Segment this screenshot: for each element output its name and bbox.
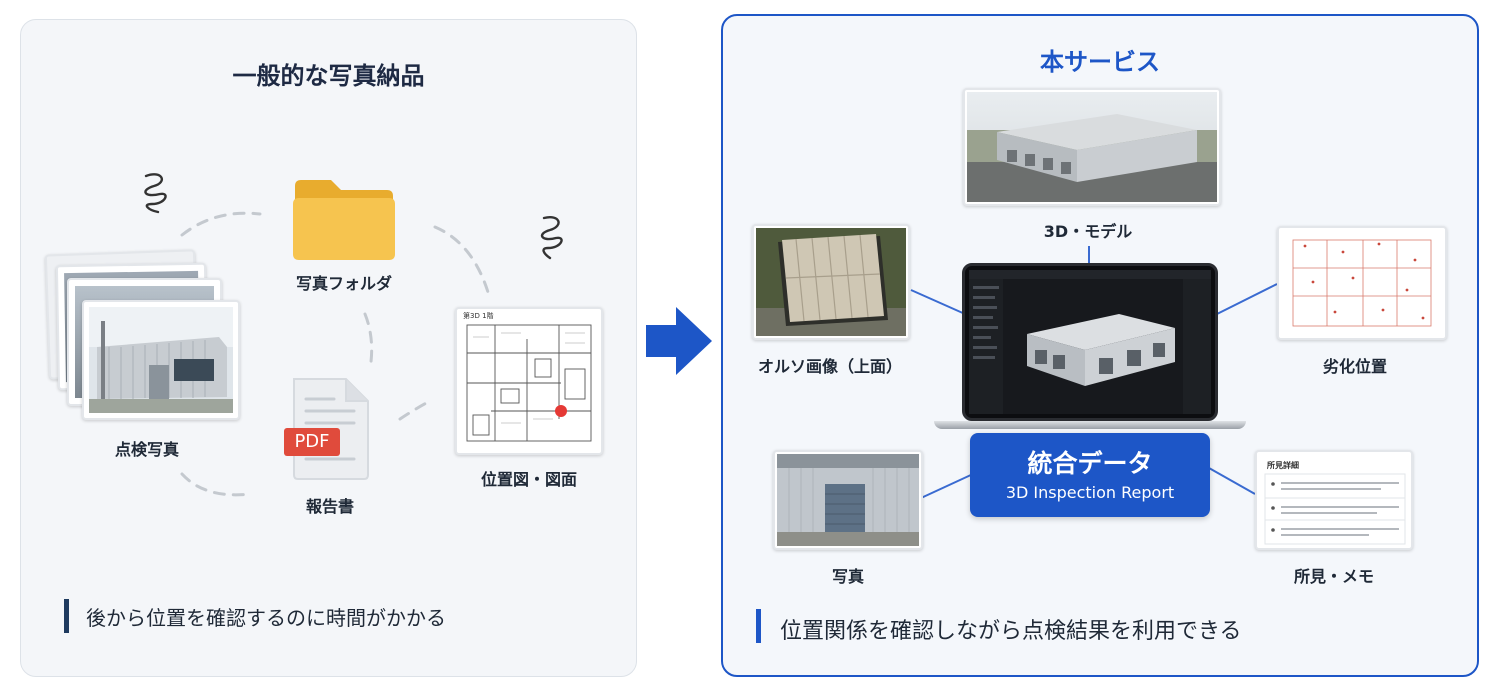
drawing-header: 第3D 1階 — [463, 312, 494, 320]
ortho-image — [752, 224, 910, 340]
degradation-map — [1277, 226, 1447, 340]
integrated-data-badge: 統合データ 3D Inspection Report — [970, 433, 1210, 517]
scribble-icon — [144, 173, 167, 214]
pdf-badge: PDF — [284, 428, 340, 456]
degradation-label: 劣化位置 — [1322, 357, 1387, 376]
left-caption: 後から位置を確認するのに時間がかかる — [86, 606, 446, 630]
connector-lines — [910, 246, 1278, 499]
left-panel-title: 一般的な写真納品 — [232, 62, 425, 90]
drawing-label: 位置図・図面 — [480, 470, 577, 489]
notes-document: 所見詳細 — [1255, 450, 1413, 550]
ortho-label: オルソ画像（上面） — [757, 357, 902, 376]
laptop-base — [934, 421, 1246, 429]
right-caption: 位置関係を確認しながら点検結果を利用できる — [780, 619, 1242, 644]
scribble-icon — [540, 216, 563, 260]
photo-label: 写真 — [831, 567, 864, 586]
laptop-screen — [962, 263, 1218, 421]
floor-drawing: 第3D 1階 — [455, 307, 603, 455]
3d-model-image — [963, 88, 1221, 206]
folder-label: 写真フォルダ — [295, 274, 392, 293]
building-photo — [773, 450, 923, 550]
folder-icon — [293, 180, 395, 260]
inspection-photo — [82, 300, 240, 420]
notes-label: 所見・メモ — [1293, 567, 1374, 586]
arrow-right-icon — [646, 307, 712, 375]
caption-accent-bar — [64, 599, 69, 633]
notes-header: 所見詳細 — [1267, 461, 1299, 470]
report-label: 報告書 — [305, 497, 354, 516]
caption-accent-bar — [756, 609, 761, 643]
integrated-data-subtitle: 3D Inspection Report — [1005, 483, 1175, 502]
integrated-data-title: 統合データ — [1027, 449, 1153, 478]
photos-label: 点検写真 — [114, 440, 179, 459]
right-panel-title: 本サービス — [1040, 48, 1160, 76]
model-label: 3D・モデル — [1043, 222, 1133, 241]
dashed-connection-lines — [180, 211, 492, 497]
